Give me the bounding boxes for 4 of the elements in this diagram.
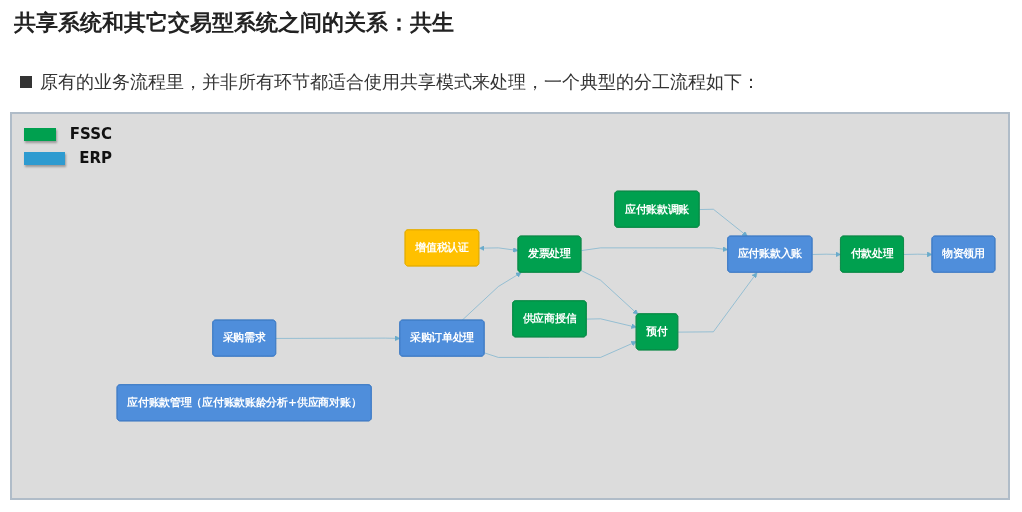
legend-label: ERP [79, 149, 112, 167]
page-title: 共享系统和其它交易型系统之间的关系：共生 [14, 9, 454, 37]
intro-text: 原有的业务流程里，并非所有环节都适合使用共享模式来处理，一个典型的分工流程如下： [40, 70, 760, 94]
legend-label: FSSC [69, 125, 112, 143]
